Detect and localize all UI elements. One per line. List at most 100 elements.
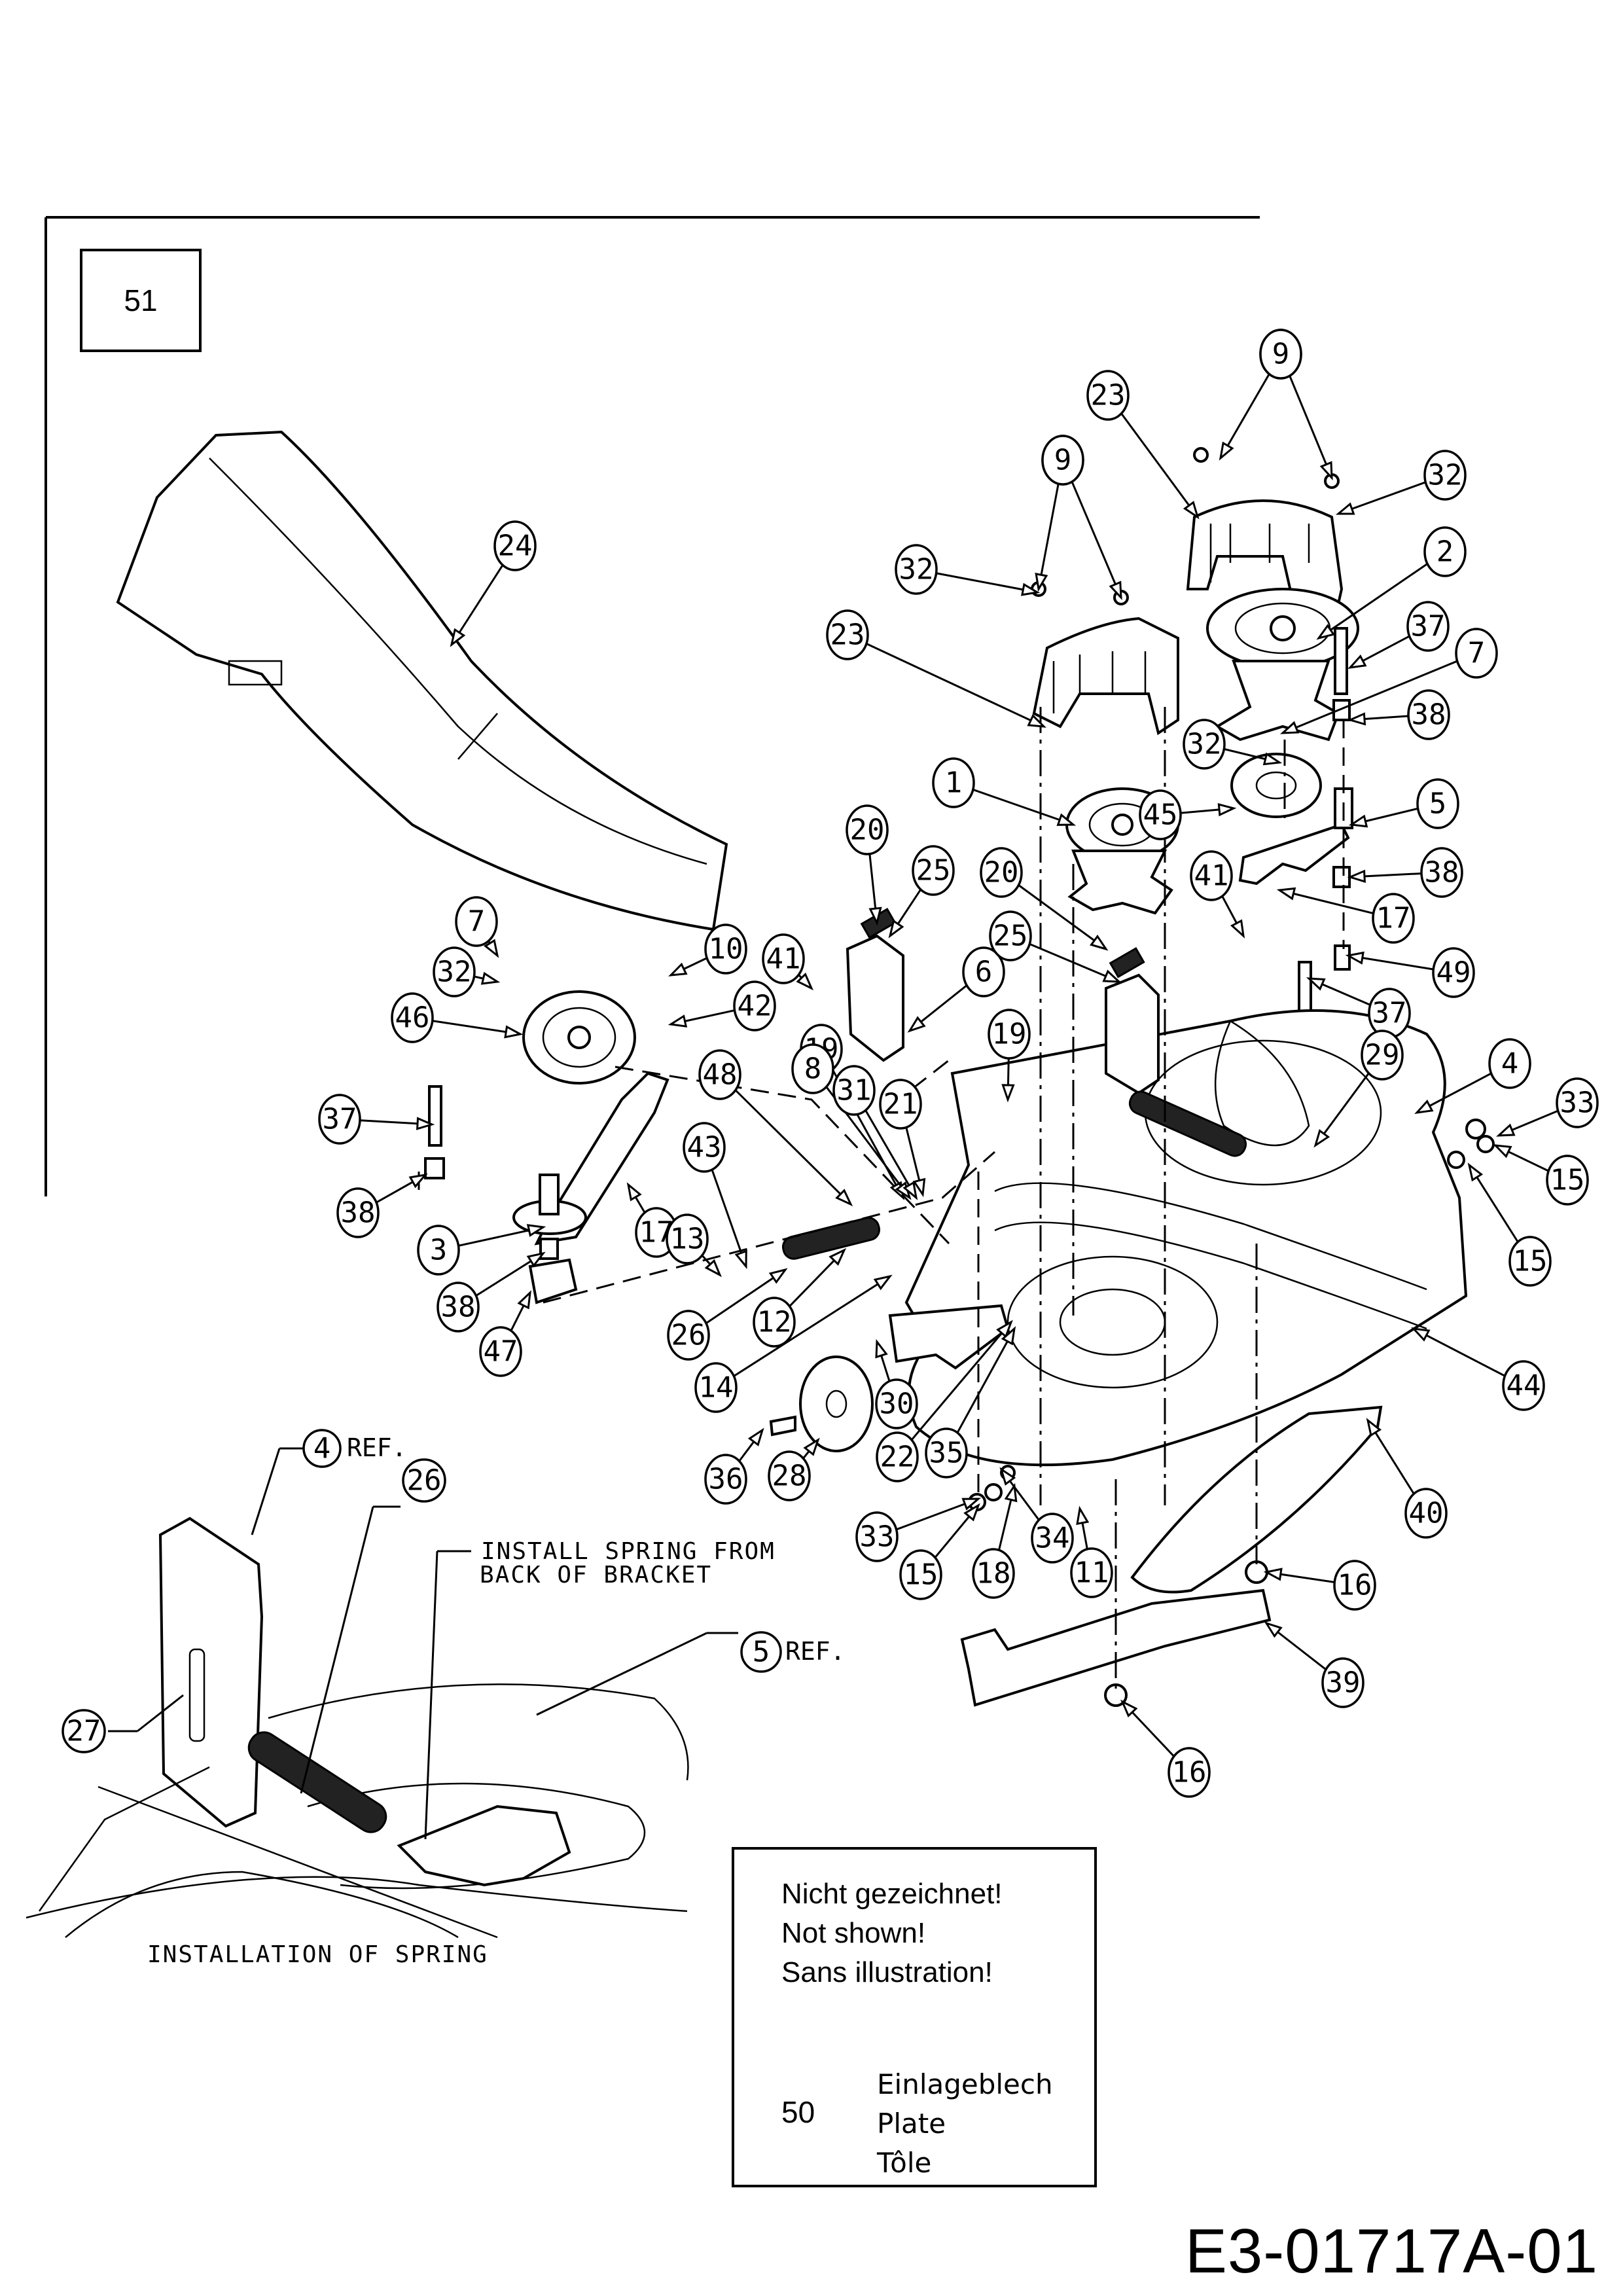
callout-bubble: [1546, 1155, 1589, 1206]
arrowhead-icon: [1347, 655, 1367, 670]
callout-number: 36: [709, 1463, 743, 1496]
arrowhead-icon: [1263, 1568, 1283, 1581]
callout-number: 20: [984, 856, 1019, 889]
callout-bubble: [1361, 1030, 1404, 1081]
callout-number: 33: [1560, 1086, 1595, 1120]
leader-line: [450, 561, 506, 645]
leader-line: [1069, 477, 1122, 598]
callout-bubble: [875, 1378, 918, 1429]
arrowhead-icon: [1076, 1505, 1090, 1525]
arrowhead-icon: [504, 1025, 524, 1039]
callout-bubble: [1070, 1547, 1113, 1598]
callout-15: 15: [899, 1503, 980, 1600]
callout-number: 16: [1172, 1756, 1207, 1789]
arrowhead-icon: [803, 1437, 820, 1456]
callout-number: 11: [1075, 1556, 1109, 1590]
arrowhead-icon: [829, 1247, 847, 1266]
callout-32: 32: [1335, 450, 1467, 515]
callout-14: 14: [694, 1274, 893, 1413]
callout-34: 34: [999, 1467, 1074, 1564]
item-number: 50: [781, 2095, 815, 2129]
callout-31: 31: [832, 1065, 918, 1200]
callout-bubble: [980, 847, 1023, 898]
callout-bubble: [846, 804, 889, 855]
arrowhead-icon: [835, 1189, 853, 1207]
leader-line: [1016, 882, 1107, 950]
callout-bubble: [1455, 628, 1498, 679]
callout-number: 12: [757, 1306, 792, 1339]
callout-37: 37: [1347, 601, 1450, 670]
callout-5: 5: [1348, 778, 1459, 829]
arrowhead-icon: [1217, 802, 1237, 817]
callout-bubble: [879, 1079, 922, 1130]
callout-bubble: [1556, 1077, 1599, 1128]
callout-29: 29: [1313, 1030, 1404, 1148]
arrowhead-icon: [450, 628, 466, 647]
not-shown-de: Nicht gezeichnet!: [781, 1878, 1003, 1910]
callout-number: 10: [709, 933, 743, 966]
arrowhead-icon: [1306, 977, 1326, 991]
callout-number: 18: [976, 1557, 1011, 1590]
callout-37: 37: [1306, 977, 1411, 1039]
callout-number: 17: [1376, 902, 1411, 935]
callout-bubble: [666, 1213, 709, 1265]
callout-16: 16: [1263, 1560, 1376, 1611]
leader-line: [1287, 371, 1333, 478]
callout-layer: 9923322377383245538174937993223120256412…: [318, 329, 1599, 1798]
callout-9: 9: [1041, 435, 1122, 601]
arrowhead-icon: [1120, 1699, 1138, 1718]
callout-bubble: [1333, 1560, 1376, 1611]
leader-line: [864, 641, 1044, 728]
not-shown-fr: Sans illustration!: [781, 1956, 993, 1988]
callout-2: 2: [1316, 526, 1467, 640]
callout-bubble: [855, 1511, 899, 1562]
callout-21: 21: [879, 1079, 926, 1198]
callout-15: 15: [1493, 1144, 1589, 1206]
callout-bubble: [962, 946, 1005, 997]
callout-number: 1: [945, 766, 963, 800]
detail-callout-4-ref: REF.: [347, 1433, 407, 1462]
callout-35: 35: [925, 1326, 1016, 1479]
arrowhead-icon: [526, 1251, 546, 1268]
callout-number: 47: [484, 1335, 518, 1369]
callout-26: 26: [667, 1268, 788, 1361]
arrowhead-icon: [1021, 583, 1041, 596]
callout-bubble: [1321, 1657, 1364, 1708]
callout-number: 37: [323, 1103, 357, 1136]
callout-number: 7: [1468, 637, 1486, 670]
callout-23: 23: [826, 609, 1046, 728]
arrowhead-icon: [999, 1467, 1016, 1486]
arrowhead-icon: [912, 1177, 926, 1198]
callout-bubble: [1139, 789, 1182, 840]
leader-line: [1338, 480, 1428, 515]
arrowhead-icon: [1467, 1162, 1484, 1182]
not-shown-box: Nicht gezeichnet! Not shown! Sans illust…: [732, 1847, 1097, 2187]
callout-number: 35: [929, 1437, 964, 1470]
callout-bubble: [694, 1362, 738, 1413]
callout-bubble: [667, 1310, 710, 1361]
callout-32: 32: [1183, 719, 1283, 770]
callout-bubble: [455, 896, 498, 947]
callout-number: 30: [880, 1388, 914, 1421]
callout-41: 41: [762, 933, 814, 991]
arrowhead-icon: [747, 1427, 764, 1446]
belt-guide-bracket-6: [846, 908, 1160, 1095]
arrowhead-icon: [1366, 1418, 1382, 1437]
install-note-line2: BACK OF BRACKET: [480, 1562, 712, 1588]
callout-number: 46: [395, 1001, 430, 1035]
callout-bubble: [733, 980, 776, 1031]
callout-bubble: [762, 933, 805, 984]
callout-bubble: [433, 946, 476, 997]
callout-bubble: [391, 992, 434, 1043]
belt: [1214, 1020, 1310, 1147]
leader-line: [1118, 410, 1199, 518]
callout-number: 28: [772, 1460, 807, 1493]
leader-line: [731, 1275, 891, 1378]
callout-bubble: [972, 1548, 1015, 1599]
leader-line: [1468, 1164, 1521, 1246]
detail-callout-4: 4: [313, 1432, 331, 1465]
detail-callout-26: 26: [407, 1464, 442, 1498]
leader-line: [908, 1321, 1012, 1443]
callout-number: 4: [1501, 1047, 1519, 1081]
reference-box: 51: [80, 249, 202, 352]
